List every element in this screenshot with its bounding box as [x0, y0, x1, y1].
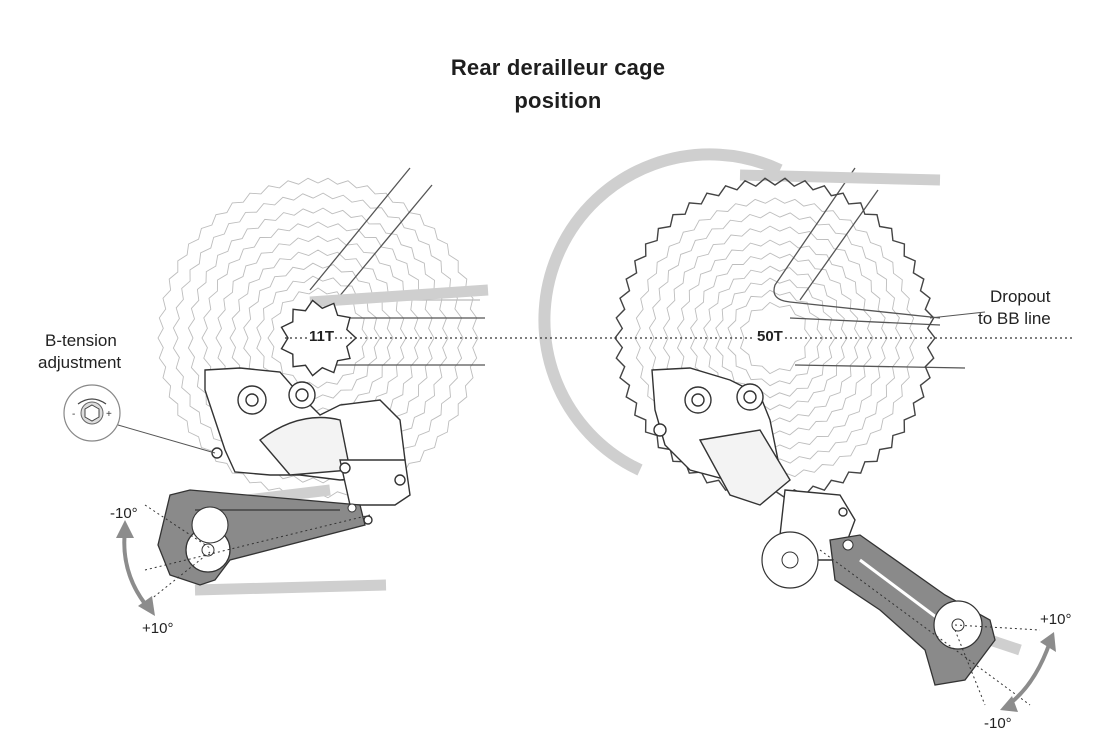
right-plus-angle: +10° — [1040, 611, 1072, 628]
cassette-cog — [703, 265, 848, 411]
left-minus-angle: -10° — [110, 505, 138, 522]
dropout-label-line2: to BB line — [978, 309, 1051, 328]
knob-plus-label: + — [106, 409, 112, 420]
arrow-head-left-bottom — [138, 596, 155, 616]
cassette-cog — [739, 301, 812, 375]
derailleur-left — [204, 367, 411, 525]
right-minus-angle: -10° — [984, 715, 1012, 732]
arrow-head-left-top — [116, 520, 134, 538]
cage-angle-lines-right — [819, 549, 1041, 706]
b-tension-label-line2: adjustment — [38, 353, 122, 372]
chain-wrap-50t — [538, 148, 783, 476]
frame-right — [773, 167, 966, 369]
diagram-title-line2: position — [514, 88, 602, 113]
cassette-cog — [662, 225, 888, 451]
cage-right — [761, 531, 996, 686]
cog-50t-label: 50T — [755, 328, 785, 345]
cage-left — [157, 489, 366, 586]
diagram-title-line1: Rear derailleur cage — [450, 55, 666, 80]
cog-11t-label: 11T — [308, 328, 336, 345]
dropout-leader — [929, 311, 986, 319]
arrow-head-right-bottom — [1000, 696, 1018, 712]
cassette-cog — [243, 262, 394, 414]
dropout-label-line1: Dropout — [990, 287, 1051, 306]
left-plus-angle: +10° — [142, 620, 174, 637]
cage-angle-lines-left — [144, 504, 371, 601]
b-tension-label-line1: B-tension — [45, 331, 117, 350]
arrow-head-right-top — [1040, 632, 1056, 652]
b-tension-knob — [63, 384, 216, 454]
knob-minus-label: - — [72, 409, 75, 420]
cassette-cog — [648, 211, 902, 465]
derailleur-right — [651, 367, 856, 561]
